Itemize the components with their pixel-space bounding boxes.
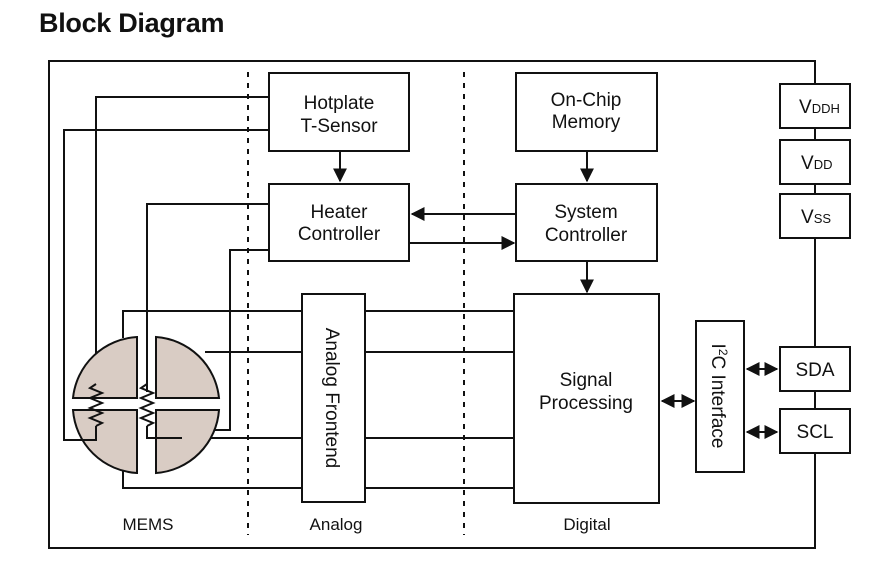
hotplate-label-2: T-Sensor xyxy=(300,116,378,137)
section-label-analog: Analog xyxy=(310,515,363,534)
heater-label-2: Controller xyxy=(298,224,381,245)
scl-pin: SCL xyxy=(779,408,851,454)
analog-frontend-label: Analog Frontend xyxy=(321,328,342,469)
memory-label-2: Memory xyxy=(552,112,621,133)
mems-sensor xyxy=(63,335,221,475)
memory-label-1: On-Chip xyxy=(551,90,622,111)
system-controller-block: System Controller xyxy=(515,183,658,262)
vddh-pin: VDDH xyxy=(779,83,851,129)
svg-text:VDD: VDD xyxy=(801,153,832,174)
i2c-label: I2C Interface xyxy=(707,344,730,449)
signal-label-2: Processing xyxy=(539,393,633,414)
section-label-digital: Digital xyxy=(563,515,610,534)
section-label-mems: MEMS xyxy=(123,515,174,534)
memory-block: On-Chip Memory xyxy=(515,72,658,152)
page-title: Block Diagram xyxy=(39,8,225,38)
svg-text:SDA: SDA xyxy=(795,360,834,381)
signal-arrows xyxy=(333,151,779,439)
resistor-left-icon xyxy=(87,383,105,427)
analog-frontend-block: Analog Frontend xyxy=(301,293,366,503)
svg-text:VSS: VSS xyxy=(801,207,831,228)
hotplate-label-1: Hotplate xyxy=(304,93,375,114)
system-label-1: System xyxy=(554,202,617,223)
mems-wires xyxy=(63,96,816,548)
sda-pin: SDA xyxy=(779,346,851,392)
resistor-right-icon xyxy=(138,383,156,427)
hotplate-block: Hotplate T-Sensor xyxy=(268,72,410,152)
heater-label-1: Heater xyxy=(310,202,368,223)
i2c-interface-block: I2C Interface xyxy=(695,320,745,473)
heater-controller-block: Heater Controller xyxy=(268,183,410,262)
system-label-2: Controller xyxy=(545,225,628,246)
signal-label-1: Signal xyxy=(560,370,613,391)
svg-text:VDDH: VDDH xyxy=(799,97,840,118)
vdd-pin: VDD xyxy=(779,139,851,185)
vss-pin: VSS xyxy=(779,193,851,239)
signal-processing-block: Signal Processing xyxy=(513,293,660,504)
svg-text:SCL: SCL xyxy=(797,422,834,443)
outer-frame xyxy=(48,60,816,549)
